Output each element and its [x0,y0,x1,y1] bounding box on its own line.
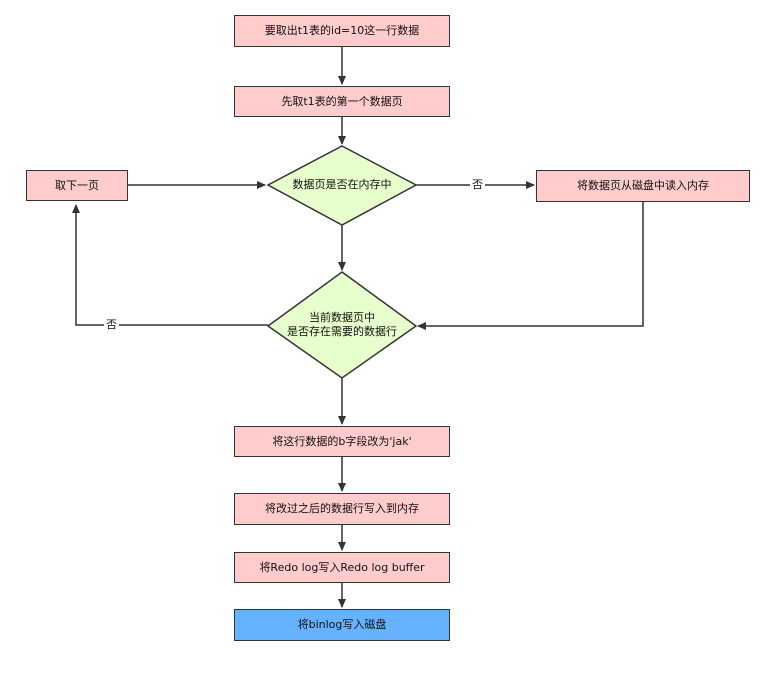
decision-row-in-page-line1: 当前数据页中 [309,311,375,324]
edge-label-no-left: 否 [104,318,119,331]
step-write-redo: 将Redo log写入Redo log buffer [234,552,450,583]
step-next-page: 取下一页 [26,170,128,201]
decision-row-in-page-line2: 是否存在需要的数据行 [287,325,397,338]
edge-row-check-no-to-next-page [72,204,268,326]
step-modify-field: 将这行数据的b字段改为'jak' [234,426,450,457]
decision-row-in-page: 当前数据页中 是否存在需要的数据行 [272,308,412,342]
edge-load-to-row-check [417,202,644,330]
step-next-page-label: 取下一页 [55,178,99,192]
step-first-page: 先取t1表的第一个数据页 [234,86,450,117]
step-write-binlog-label: 将binlog写入磁盘 [297,618,387,631]
step-load-page-label: 将数据页从磁盘中读入内存 [577,179,709,192]
step-write-memory-label: 将改过之后的数据行写入到内存 [265,502,419,515]
step-load-page: 将数据页从磁盘中读入内存 [536,170,750,202]
decision-page-in-memory-label: 数据页是否在内存中 [292,178,392,191]
edge-label-no-right: 否 [470,178,485,191]
step-write-memory: 将改过之后的数据行写入到内存 [234,493,450,525]
step-first-page-label: 先取t1表的第一个数据页 [281,94,403,108]
step-write-redo-label: 将Redo log写入Redo log buffer [259,560,425,574]
step-fetch-row: 要取出t1表的id=10这一行数据 [234,15,450,47]
step-modify-field-label: 将这行数据的b字段改为'jak' [272,434,412,448]
step-write-binlog: 将binlog写入磁盘 [234,609,450,641]
decision-page-in-memory: 数据页是否在内存中 [278,170,406,200]
step-fetch-row-label: 要取出t1表的id=10这一行数据 [264,24,420,37]
